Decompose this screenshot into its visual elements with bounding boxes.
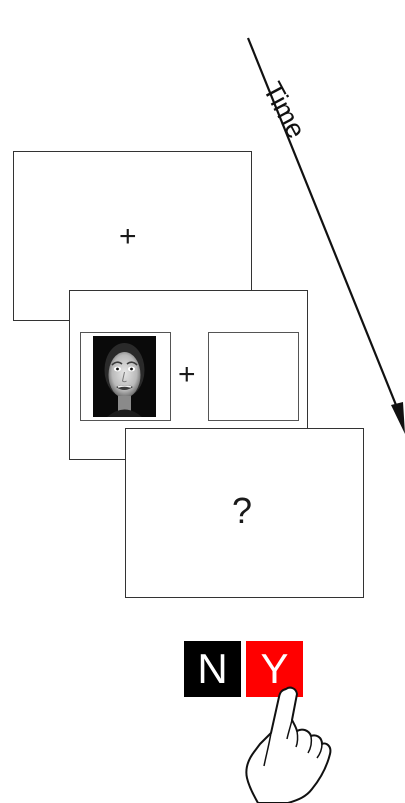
fearful-face-icon [104,343,145,417]
no-key[interactable]: N [184,641,241,697]
face-background [93,336,156,417]
question-mark: ? [232,490,253,531]
empty-stimulus-frame [208,332,299,421]
face-stimulus-frame [80,332,171,421]
question-screen: ? [125,428,364,598]
center-fixation-cross: + [178,358,196,391]
fixation-cross: + [119,220,137,253]
